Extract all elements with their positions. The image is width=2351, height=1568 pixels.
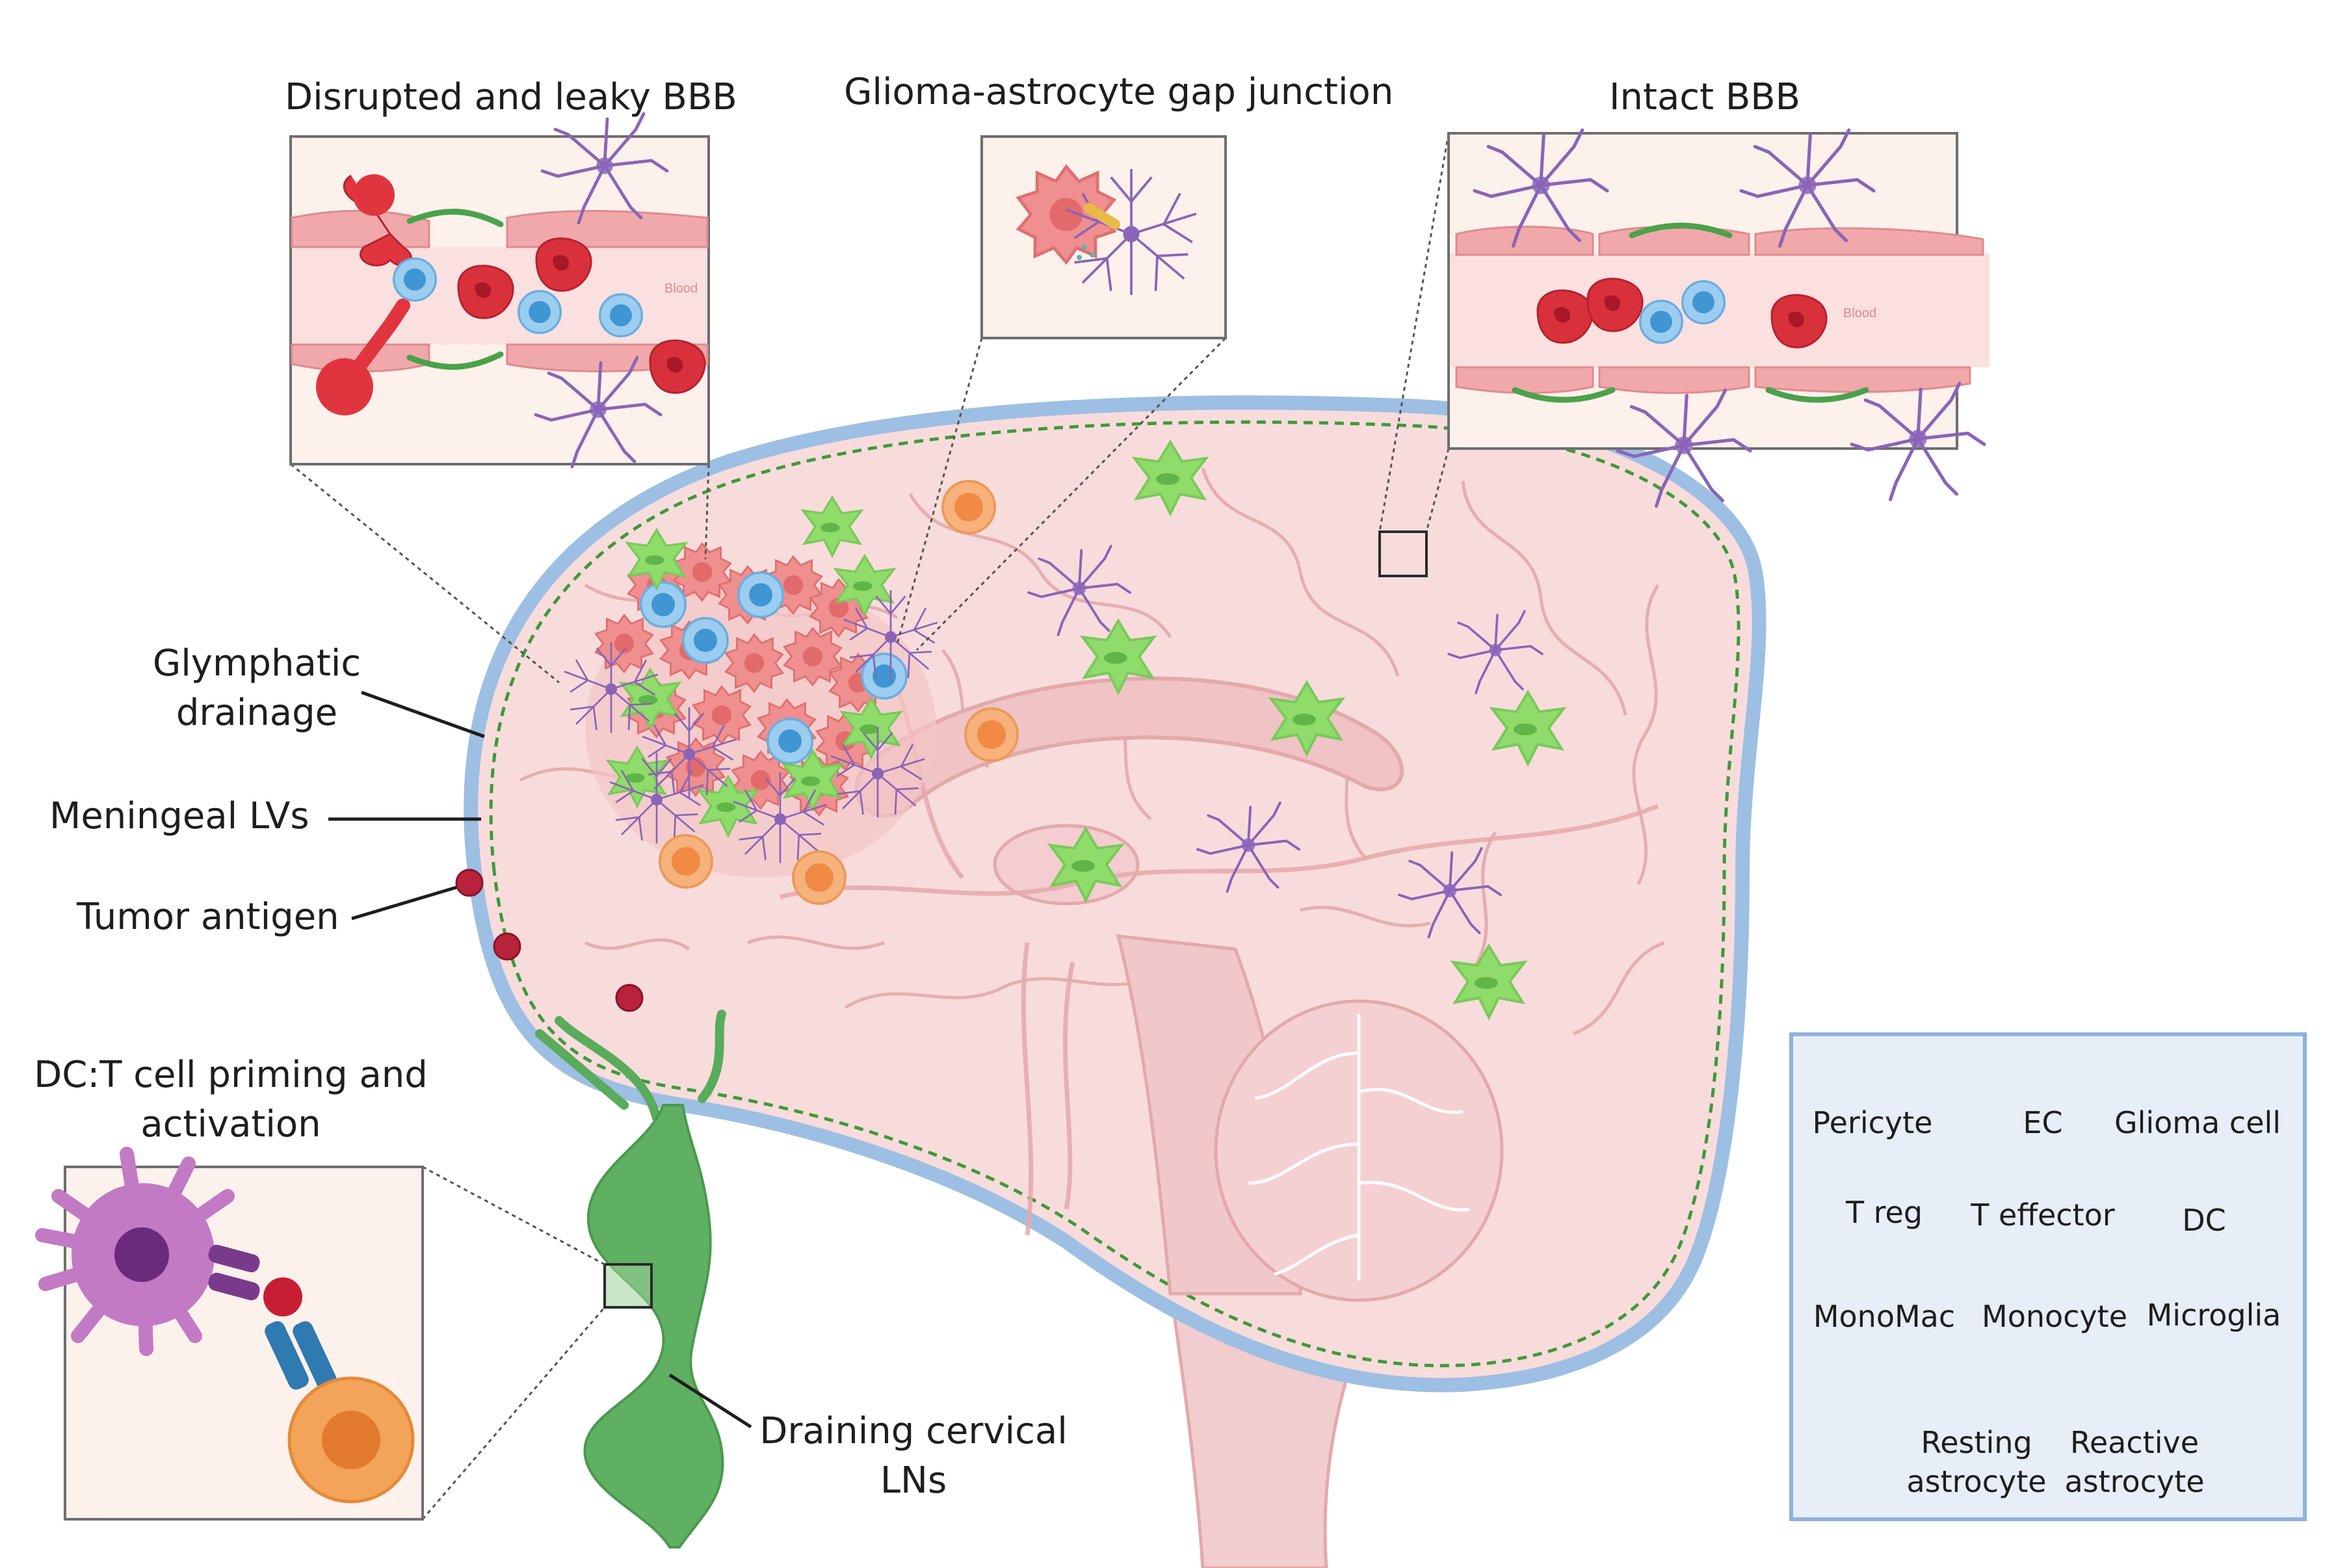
title-disrupted-bbb: Disrupted and leaky BBB [285,76,737,118]
legend-label-t-effector: T effector [1971,1197,2115,1233]
meningeal-lymphatic-vessel [489,420,1740,1368]
cervical-lymph-nodes [535,1010,726,1548]
label-draining-cervical-lns: Draining cervical LNs [754,1407,1073,1505]
intact-bbb-inset: Blood [1447,130,1990,506]
blood-label-right: Blood [1843,306,1876,320]
treg-cell [861,652,908,699]
zoom-guide-lines [290,133,1450,1520]
gap-junction-inset [980,135,1227,339]
legend-label-treg: T reg [1845,1195,1923,1230]
reactive-line1: Reactive [2069,1425,2199,1460]
legend-label-resting-astrocyte: Resting astrocyte [1906,1424,2046,1502]
dc-t-line2: activation [140,1103,321,1145]
legend-label-monocyte: Monocyte [1982,1299,2127,1334]
mhc-tcr-complex [208,1244,337,1390]
disrupted-bbb-inset: Blood [289,114,710,467]
blood-label-left: Blood [664,281,698,296]
brain-illustration [464,395,1767,1568]
treg-cell [682,616,729,664]
label-dc-t-cell-priming: DC:T cell priming and activation [26,1051,436,1149]
resting-line1: Resting [1921,1425,2032,1460]
dendritic-cell [35,1147,235,1356]
title-gap-junction: Glioma-astrocyte gap junction [844,71,1394,113]
title-intact-bbb: Intact BBB [1609,76,1801,118]
cervical-line1: Draining cervical [759,1410,1068,1452]
treg-cell [737,571,784,619]
tumor-mass [563,496,939,878]
lymph-node-locator-box [603,1263,653,1309]
legend-label-glioma-cell: Glioma cell [2114,1105,2281,1140]
legend-label-monomac: MonoMac [1813,1299,1956,1334]
legend-label-reactive-astrocyte: Reactive astrocyte [2064,1424,2204,1502]
label-tumor-antigen: Tumor antigen [77,896,339,938]
label-pointers [328,690,752,1429]
resting-line2: astrocyte [1906,1463,2047,1499]
dc-t-line1: DC:T cell priming and [34,1054,428,1096]
tumor-antigen-particles [455,869,644,1012]
legend-label-ec: EC [2023,1105,2063,1140]
legend-panel [1789,1032,2307,1521]
intact-bbb-locator-box [1378,530,1428,577]
glymphatic-line1: Glymphatic [152,642,361,685]
legend-label-pericyte: Pericyte [1812,1105,1933,1140]
cervical-line2: LNs [880,1459,947,1502]
legend-label-microglia: Microglia [2146,1298,2281,1333]
label-meningeal-lvs: Meningeal LVs [49,795,309,837]
treg-cell [767,718,813,764]
glymphatic-line2: drainage [176,691,338,734]
dc-t-cell-inset [35,1147,424,1521]
reactive-line2: astrocyte [2064,1463,2205,1499]
cerebellum [1214,999,1504,1302]
treg-cell [639,581,687,629]
label-glymphatic-drainage: Glymphatic drainage [130,639,384,737]
legend-label-dc: DC [2182,1203,2226,1238]
